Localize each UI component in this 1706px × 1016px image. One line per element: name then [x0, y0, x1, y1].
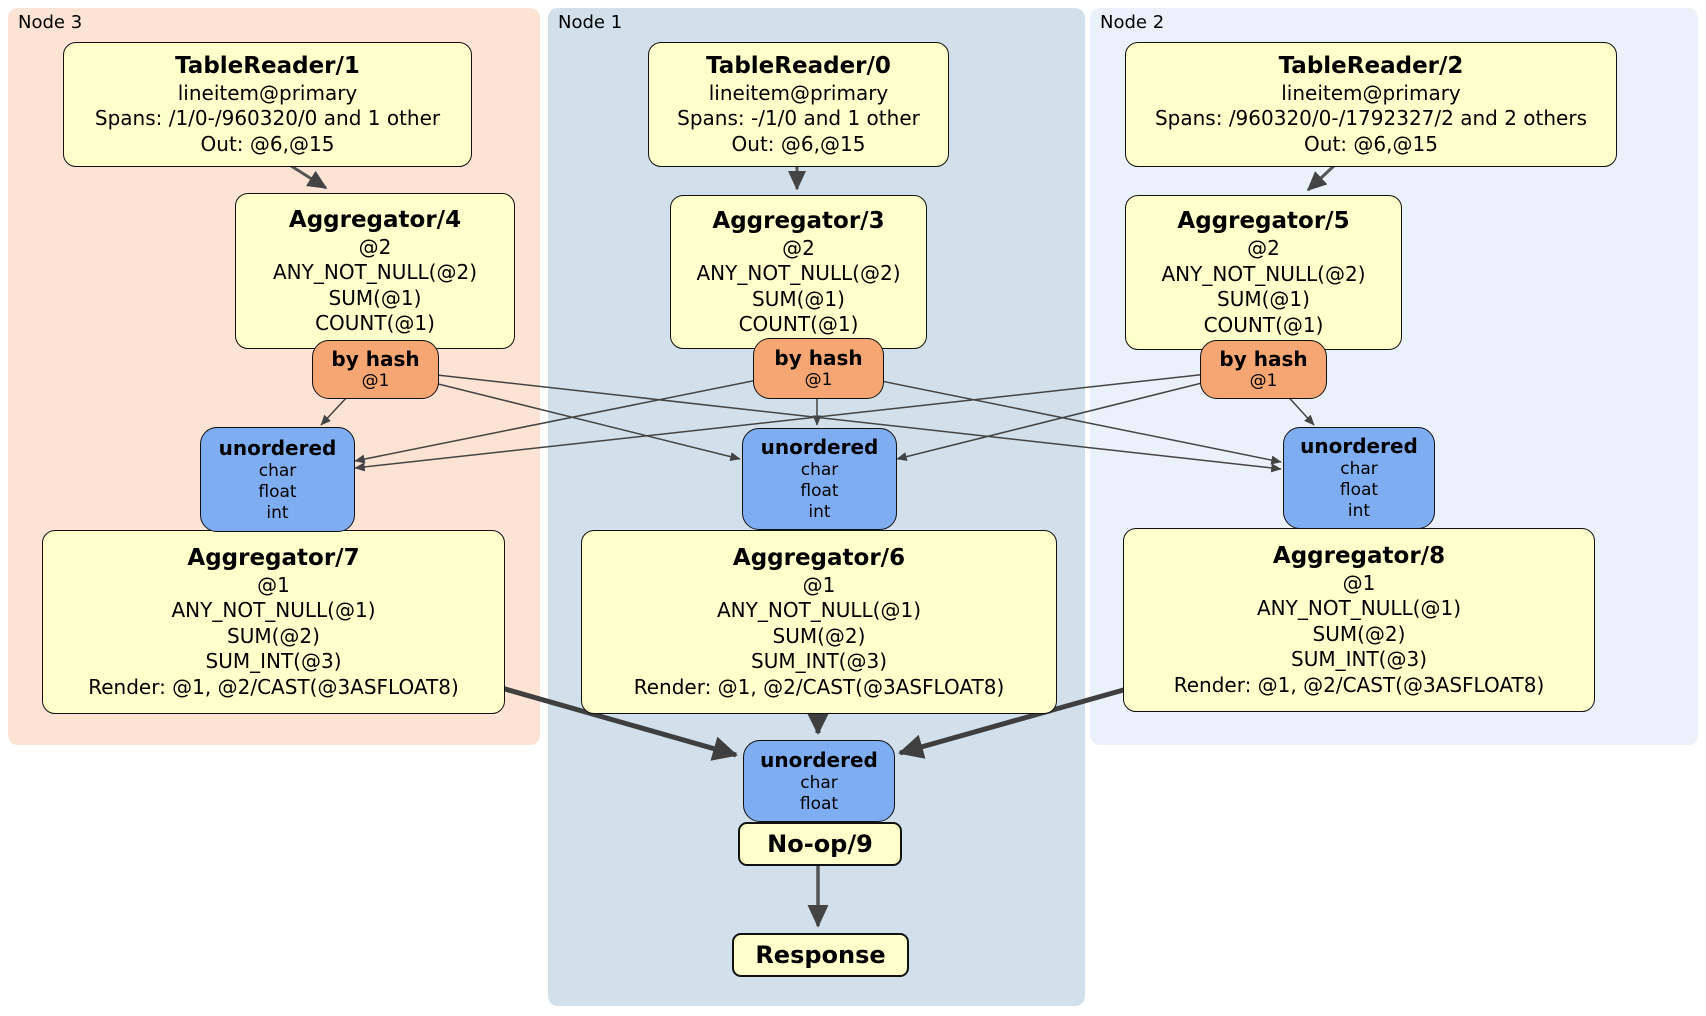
processor-detail: COUNT(@1) — [738, 312, 859, 336]
processor-detail: SUM(@2) — [227, 623, 320, 648]
processor-detail: SUM_INT(@3) — [751, 649, 887, 674]
processor-title: Response — [755, 941, 886, 969]
processor-title: Aggregator/3 — [712, 207, 885, 234]
sync-title: unordered — [1300, 434, 1418, 458]
node3-aggregator-top: Aggregator/4 @2 ANY_NOT_NULL(@2) SUM(@1)… — [235, 193, 515, 349]
sync-detail: int — [266, 502, 289, 523]
node3-label: Node 3 — [18, 12, 83, 33]
processor-detail: lineitem@primary — [1281, 80, 1461, 105]
processor-title: Aggregator/7 — [187, 544, 360, 571]
sync-detail: float — [1339, 480, 1379, 500]
processor-detail: ANY_NOT_NULL(@1) — [171, 598, 376, 623]
processor-detail: SUM(@2) — [1312, 621, 1406, 646]
processor-detail: SUM_INT(@3) — [205, 649, 342, 674]
sync-detail: char — [1340, 459, 1378, 479]
sync-title: unordered — [760, 747, 878, 772]
processor-title: TableReader/0 — [706, 52, 891, 79]
processor-detail: @1 — [257, 572, 290, 597]
processor-detail: COUNT(@1) — [315, 311, 435, 335]
node2-table-reader: TableReader/2 lineitem@primary Spans: /9… — [1125, 42, 1617, 167]
node1-aggregator-top: Aggregator/3 @2 ANY_NOT_NULL(@2) SUM(@1)… — [670, 195, 927, 349]
processor-detail: Out: @6,@15 — [200, 131, 335, 156]
processor-detail: @2 — [358, 234, 392, 259]
processor-detail: SUM(@1) — [752, 286, 845, 311]
node1-unordered-sync: unordered char float int — [742, 428, 897, 530]
router-title: by hash — [331, 347, 420, 371]
sync-detail: char — [258, 460, 297, 481]
processor-detail: @1 — [802, 572, 836, 597]
processor-detail: Render: @1, @2/CAST(@3ASFLOAT8) — [633, 674, 1005, 699]
node2-label: Node 2 — [1100, 12, 1165, 33]
processor-detail: COUNT(@1) — [1203, 312, 1324, 337]
sync-detail: char — [800, 460, 839, 480]
node3-table-reader: TableReader/1 lineitem@primary Spans: /1… — [63, 42, 472, 167]
response-node: Response — [732, 933, 909, 977]
processor-title: Aggregator/5 — [1177, 208, 1350, 234]
processor-title: TableReader/1 — [175, 52, 360, 79]
processor-detail: Out: @6,@15 — [731, 131, 866, 156]
processor-title: Aggregator/4 — [288, 206, 462, 233]
router-detail: @1 — [804, 370, 833, 390]
processor-title: TableReader/2 — [1278, 52, 1464, 79]
sync-title: unordered — [218, 435, 337, 460]
router-detail: @1 — [361, 371, 390, 391]
processor-detail: lineitem@primary — [708, 80, 889, 105]
processor-detail: @2 — [782, 235, 815, 260]
sync-title: unordered — [760, 435, 879, 459]
processor-detail: SUM_INT(@3) — [1291, 647, 1427, 672]
processor-detail: ANY_NOT_NULL(@2) — [1161, 261, 1366, 286]
processor-title: Aggregator/6 — [732, 544, 906, 571]
output-unordered-sync: unordered char float — [743, 740, 895, 822]
processor-title: No-op/9 — [767, 830, 873, 858]
processor-detail: Render: @1, @2/CAST(@3ASFLOAT8) — [88, 674, 459, 699]
node1-table-reader: TableReader/0 lineitem@primary Spans: -/… — [648, 42, 949, 167]
sync-detail: float — [800, 481, 839, 501]
processor-detail: Out: @6,@15 — [1304, 131, 1438, 156]
router-detail: @1 — [1249, 371, 1278, 391]
node2-aggregator-bottom: Aggregator/8 @1 ANY_NOT_NULL(@1) SUM(@2)… — [1123, 528, 1595, 712]
node3-aggregator-bottom: Aggregator/7 @1 ANY_NOT_NULL(@1) SUM(@2)… — [42, 530, 505, 714]
node1-hash-router: by hash @1 — [753, 338, 884, 399]
processor-detail: ANY_NOT_NULL(@2) — [696, 261, 901, 285]
processor-detail: lineitem@primary — [177, 80, 358, 105]
noop-processor: No-op/9 — [738, 822, 902, 866]
node1-label: Node 1 — [558, 12, 623, 33]
sync-detail: float — [799, 793, 839, 814]
processor-detail: ANY_NOT_NULL(@1) — [717, 598, 921, 623]
processor-detail: Render: @1, @2/CAST(@3ASFLOAT8) — [1173, 672, 1545, 697]
sync-detail: float — [258, 481, 297, 502]
router-title: by hash — [774, 346, 863, 370]
processor-detail: Spans: -/1/0 and 1 other — [677, 106, 920, 131]
processor-detail: SUM(@2) — [772, 623, 866, 648]
node2-aggregator-top: Aggregator/5 @2 ANY_NOT_NULL(@2) SUM(@1)… — [1125, 195, 1402, 350]
processor-detail: SUM(@1) — [1217, 287, 1310, 311]
processor-detail: @2 — [1247, 236, 1280, 260]
processor-detail: Spans: /1/0-/960320/0 and 1 other — [94, 106, 441, 131]
node2-hash-router: by hash @1 — [1200, 340, 1327, 399]
processor-detail: SUM(@1) — [328, 285, 422, 310]
node2-unordered-sync: unordered char float int — [1283, 427, 1435, 529]
node1-aggregator-bottom: Aggregator/6 @1 ANY_NOT_NULL(@1) SUM(@2)… — [581, 530, 1057, 714]
router-title: by hash — [1219, 347, 1308, 371]
node3-unordered-sync: unordered char float int — [200, 427, 355, 532]
processor-detail: ANY_NOT_NULL(@1) — [1257, 596, 1461, 621]
processor-title: Aggregator/8 — [1272, 542, 1446, 569]
node3-hash-router: by hash @1 — [312, 340, 439, 399]
sync-detail: int — [808, 502, 831, 522]
processor-detail: Spans: /960320/0-/1792327/2 and 2 others — [1154, 106, 1587, 131]
processor-detail: @1 — [1342, 570, 1376, 595]
processor-detail: ANY_NOT_NULL(@2) — [273, 260, 477, 284]
sync-detail: char — [800, 772, 838, 793]
sync-detail: int — [1347, 501, 1371, 521]
